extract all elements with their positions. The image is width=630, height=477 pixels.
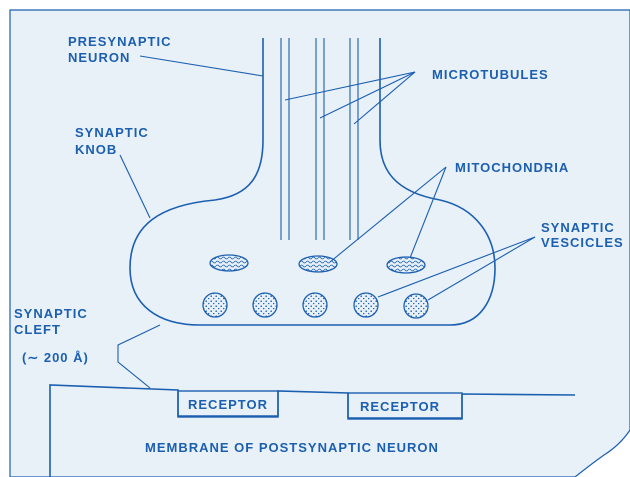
label-presynaptic-neuron-2: NEURON: [68, 50, 130, 65]
label-synaptic-cleft-1: SYNAPTIC: [14, 306, 88, 321]
label-presynaptic-neuron-1: PRESYNAPTIC: [68, 34, 171, 49]
label-postsynaptic-membrane: MEMBRANE OF POSTSYNAPTIC NEURON: [145, 440, 439, 455]
vesicle: [303, 293, 327, 317]
label-synaptic-knob-1: SYNAPTIC: [75, 125, 149, 140]
label-receptor-left: RECEPTOR: [188, 397, 268, 412]
label-mitochondria: MITOCHONDRIA: [455, 160, 569, 175]
mitochondrion: [387, 257, 425, 273]
label-synaptic-cleft-2: CLEFT: [14, 322, 61, 337]
vesicle: [253, 293, 277, 317]
label-cleft-size: (∼ 200 Å): [22, 350, 89, 365]
mitochondrion: [210, 255, 248, 271]
label-synaptic-vesicles-1: SYNAPTIC: [541, 220, 615, 235]
mitochondrion: [299, 256, 337, 272]
label-synaptic-knob-2: KNOB: [75, 142, 117, 157]
label-microtubules: MICROTUBULES: [432, 67, 549, 82]
vesicle: [354, 293, 378, 317]
label-synaptic-vesicles-2: VESCICLES: [541, 235, 624, 250]
vesicle: [203, 293, 227, 317]
label-receptor-right: RECEPTOR: [360, 399, 440, 414]
vesicle: [404, 294, 428, 318]
